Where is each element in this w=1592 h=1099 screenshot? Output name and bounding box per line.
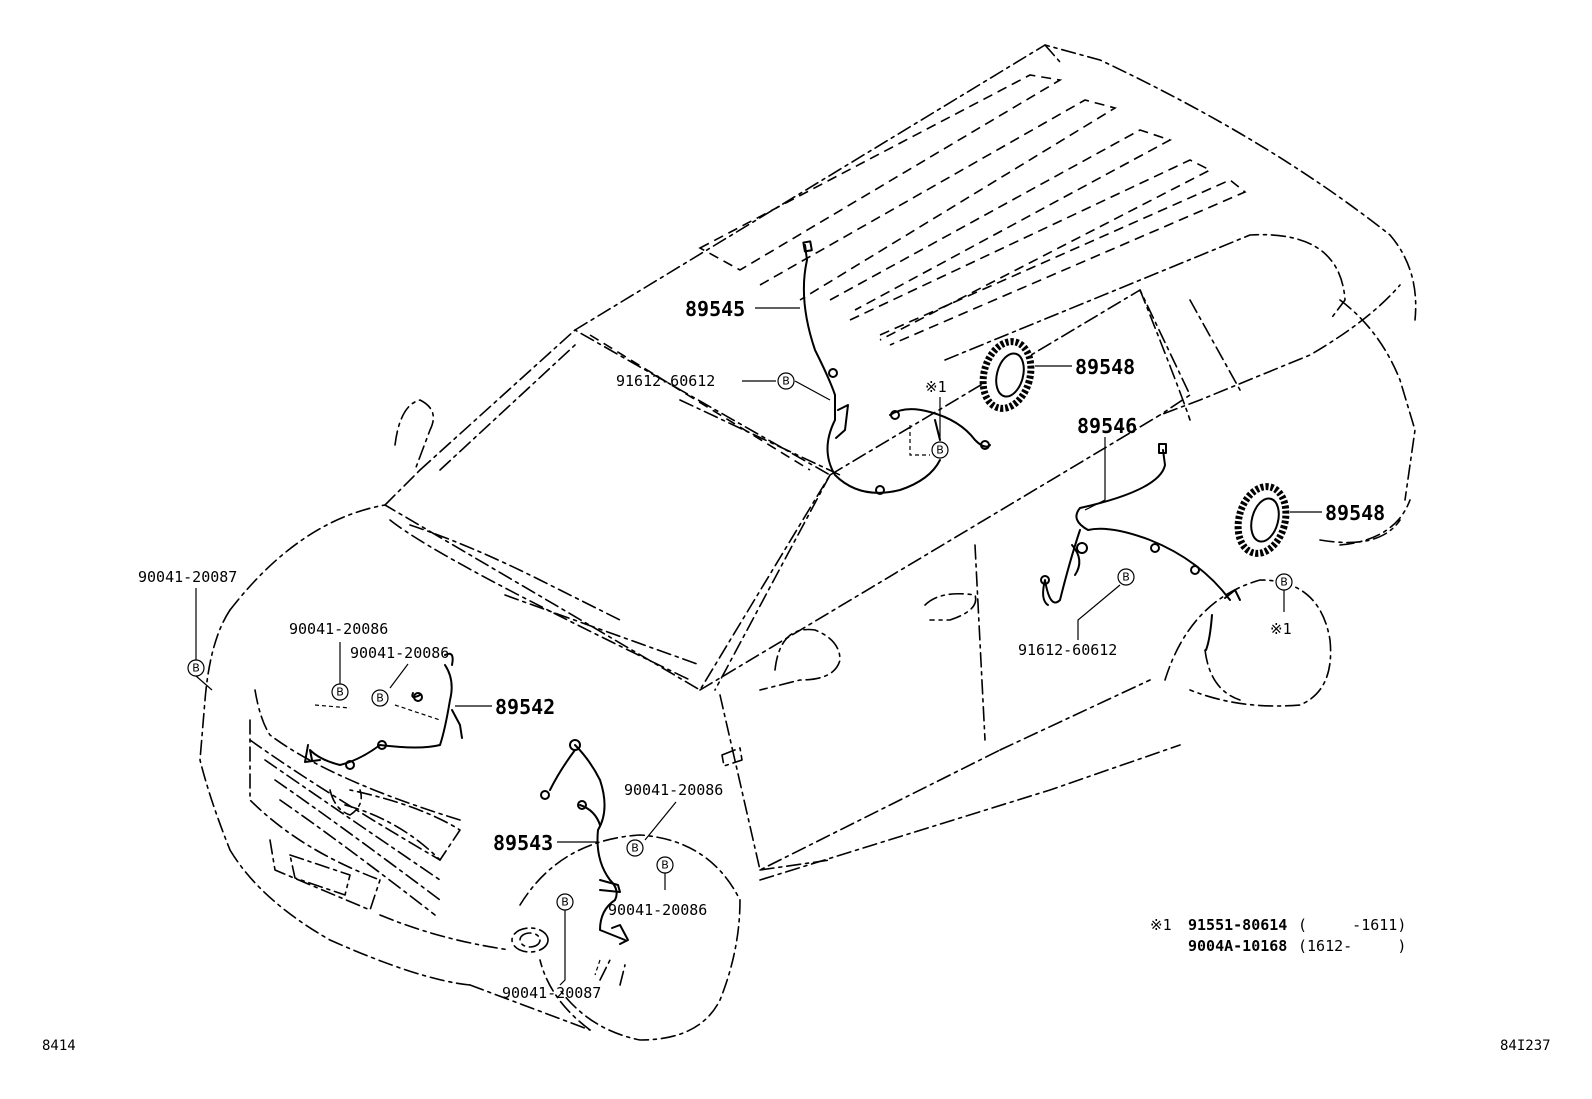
- callouts: B B B B B B B B B B: [187, 372, 1293, 911]
- note-line1-range: ( -1611): [1298, 916, 1406, 934]
- label-90041-20087-bottom: 90041-20087: [502, 984, 601, 1002]
- footnote: ※1 91551-80614 ( -1611) 9004A-10168 (161…: [1150, 916, 1406, 955]
- sensor-ring-top: [979, 338, 1035, 412]
- label-91612-60612-right: 91612-60612: [1018, 641, 1117, 659]
- callout-b: B: [656, 856, 674, 874]
- label-90041-20086-b: 90041-20086: [350, 644, 449, 662]
- vehicle-outline: [199, 44, 1417, 1041]
- footer-right-code: 84I237: [1500, 1038, 1551, 1054]
- svg-text:B: B: [336, 686, 344, 699]
- svg-text:B: B: [661, 859, 669, 872]
- label-90041-20087-left: 90041-20087: [138, 568, 237, 586]
- callout-b: B: [1117, 568, 1135, 586]
- label-91612-60612-top: 91612-60612: [616, 372, 715, 390]
- part-labels: 89545 89548 89546 89548 89542 89543 9161…: [138, 297, 1385, 1002]
- svg-text:B: B: [561, 896, 569, 909]
- svg-text:B: B: [192, 662, 200, 675]
- svg-text:B: B: [936, 444, 944, 457]
- label-89543: 89543: [493, 831, 553, 855]
- callout-b: B: [626, 839, 644, 857]
- label-90041-20086-a: 90041-20086: [289, 620, 388, 638]
- leader-lines: [195, 307, 1322, 986]
- note-line2-range: (1612- ): [1298, 937, 1406, 955]
- wire-parts: [304, 240, 1241, 976]
- sensor-ring-right: [1234, 483, 1290, 557]
- svg-text:B: B: [1122, 571, 1130, 584]
- callout-b: B: [187, 659, 205, 677]
- label-90041-20086-d: 90041-20086: [608, 901, 707, 919]
- callout-b: B: [931, 441, 949, 459]
- ref-mark-right: ※1: [1270, 620, 1292, 638]
- note-line1-part: 91551-80614: [1188, 916, 1287, 934]
- callout-b: B: [371, 689, 389, 707]
- callout-b: B: [1275, 573, 1293, 591]
- callout-b: B: [331, 683, 349, 701]
- footer-left-code: 8414: [42, 1038, 76, 1054]
- ref-mark-top: ※1: [925, 378, 947, 396]
- label-89545: 89545: [685, 297, 745, 321]
- svg-text:B: B: [782, 375, 790, 388]
- label-89542: 89542: [495, 695, 555, 719]
- callout-b: B: [777, 372, 795, 390]
- label-89546: 89546: [1077, 414, 1137, 438]
- svg-text:B: B: [376, 692, 384, 705]
- label-89548-top: 89548: [1075, 355, 1135, 379]
- svg-text:B: B: [1280, 576, 1288, 589]
- svg-text:B: B: [631, 842, 639, 855]
- label-89548-right: 89548: [1325, 501, 1385, 525]
- note-line2-part: 9004A-10168: [1188, 937, 1287, 955]
- label-90041-20086-c: 90041-20086: [624, 781, 723, 799]
- callout-b: B: [556, 893, 574, 911]
- note-marker: ※1: [1150, 916, 1172, 934]
